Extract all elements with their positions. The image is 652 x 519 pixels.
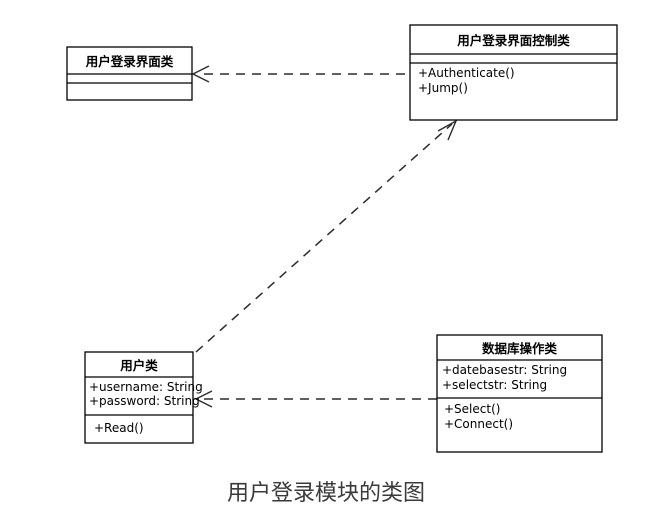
class-operation: +Jump() [418,81,468,95]
class-name-control: 用户登录界面控制类 [456,33,570,48]
open-arrowhead-icon [437,119,458,141]
class-name-database: 数据库操作类 [481,341,558,356]
class-operation: +Read() [94,421,144,435]
class-name-user: 用户类 [119,358,158,373]
dependency-user-to-control [195,119,458,353]
dependency-line [195,123,453,353]
class-attribute: +password: String [89,394,200,408]
class-box-user[interactable]: 用户类 +username: String +password: String … [84,351,203,444]
class-box-outline [84,351,194,444]
dependency-database-to-user [194,390,437,408]
diagram-caption: 用户登录模块的类图 [227,481,425,506]
class-operation: +Select() [444,402,500,416]
class-name-boundary: 用户登录界面类 [85,54,174,69]
class-box-control[interactable]: 用户登录界面控制类 +Authenticate() +Jump() [409,24,618,121]
class-operation: +Authenticate() [418,66,515,80]
class-box-outline [409,24,618,121]
class-attribute: +datebasestr: String [442,363,567,377]
class-operation: +Connect() [444,417,513,431]
dependency-control-to-boundary [191,65,405,83]
class-box-boundary[interactable]: 用户登录界面类 [66,46,193,101]
class-box-outline [436,334,603,453]
class-attribute: +username: String [89,380,203,394]
class-attribute: +selectstr: String [442,378,547,392]
class-box-database[interactable]: 数据库操作类 +datebasestr: String +selectstr: … [436,334,603,453]
open-arrowhead-icon [191,65,210,83]
open-arrowhead-icon [194,390,213,408]
